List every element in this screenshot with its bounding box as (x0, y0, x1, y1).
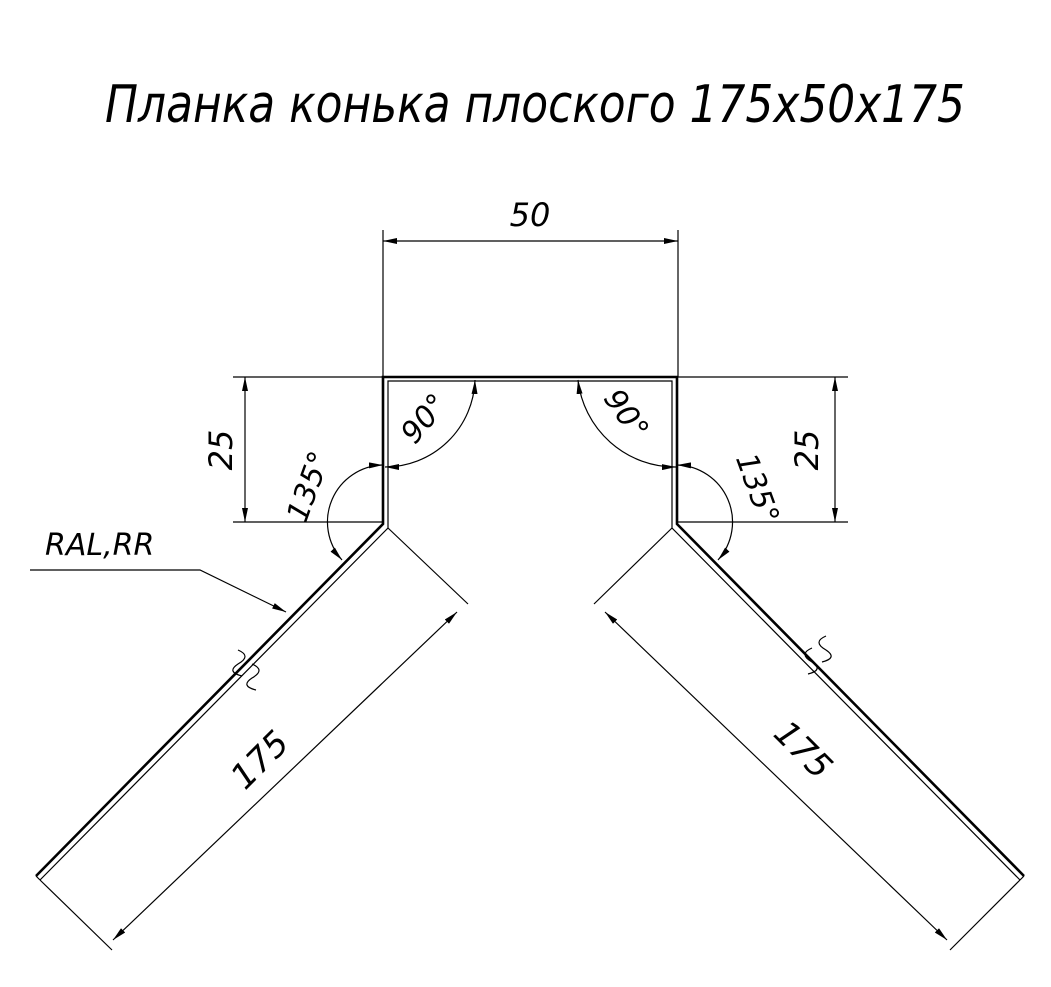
dimension-right-length: 175 (593, 527, 1021, 951)
angle-135-right: 135° (676, 449, 786, 561)
dimension-top-width: 50 (382, 196, 679, 377)
drawing-title: Планка конька плоского 175х50х175 (105, 75, 965, 135)
dimension-left-height: 25 (202, 376, 383, 523)
angle-90-left: 90° (384, 379, 478, 470)
break-mark-left (232, 649, 260, 691)
dimension-25-right-label: 25 (788, 430, 826, 471)
dimension-175-left-label: 175 (223, 723, 297, 797)
dimension-25-left-label: 25 (202, 430, 240, 471)
angle-90-right: 90° (576, 379, 677, 471)
dimension-left-length: 175 (39, 527, 469, 951)
coating-label: RAL,RR (45, 528, 154, 563)
angle-135-right-label: 135° (728, 449, 786, 529)
angle-135-left-label: 135° (280, 447, 338, 527)
dimension-right-height: 25 (677, 376, 848, 523)
coating-leader: RAL,RR (30, 528, 287, 613)
dimension-50-label: 50 (510, 196, 551, 234)
angle-135-left: 135° (280, 447, 384, 561)
angle-90-left-label: 90° (394, 387, 455, 450)
ridge-profile (35, 375, 1025, 881)
